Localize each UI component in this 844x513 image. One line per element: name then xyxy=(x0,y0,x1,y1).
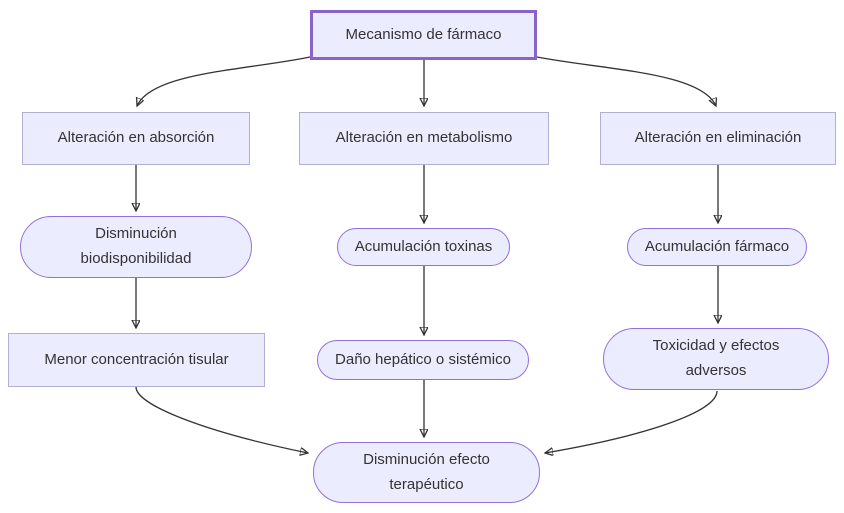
node-label: Menor concentración tisular xyxy=(44,350,229,368)
node-acumulacion-farmaco: Acumulación fármaco xyxy=(627,228,807,266)
node-label: Mecanismo de fármaco xyxy=(345,25,502,43)
edge-tisular-terapeutico xyxy=(135,386,308,453)
node-label: Alteración en metabolismo xyxy=(335,129,513,147)
node-disminucion-efecto-terapeutico: Disminución efecto terapéutico xyxy=(313,442,540,503)
node-alteracion-en-absorcion: Alteración en absorción xyxy=(22,112,250,165)
node-disminucion-biodisponibilidad: Disminución biodisponibilidad xyxy=(20,216,252,278)
node-label: Disminución efecto terapéutico xyxy=(363,450,490,493)
node-label: Daño hepático o sistémico xyxy=(335,350,511,368)
node-label: Disminución biodisponibilidad xyxy=(80,225,192,267)
node-acumulacion-toxinas: Acumulación toxinas xyxy=(337,228,510,266)
edge-root-absorcion xyxy=(137,56,311,106)
node-alteracion-en-eliminacion: Alteración en eliminación xyxy=(600,112,836,165)
node-menor-concentracion-tisular: Menor concentración tisular xyxy=(8,333,265,387)
node-label: Acumulación toxinas xyxy=(354,237,493,255)
node-label: Alteración en absorción xyxy=(57,129,215,147)
node-mecanismo-de-farmaco: Mecanismo de fármaco xyxy=(310,10,537,60)
edge-toxicidad-terapeutico xyxy=(545,390,718,453)
node-label: Toxicidad y efectos adversos xyxy=(652,337,780,379)
node-dano-hepatico-o-sistemico: Daño hepático o sistémico xyxy=(317,340,529,380)
edge-root-eliminacion xyxy=(536,56,716,106)
node-alteracion-en-metabolismo: Alteración en metabolismo xyxy=(299,112,549,165)
node-label: Alteración en eliminación xyxy=(634,129,802,147)
node-toxicidad-y-efectos-adversos: Toxicidad y efectos adversos xyxy=(603,328,829,390)
node-label: Acumulación fármaco xyxy=(644,237,790,255)
